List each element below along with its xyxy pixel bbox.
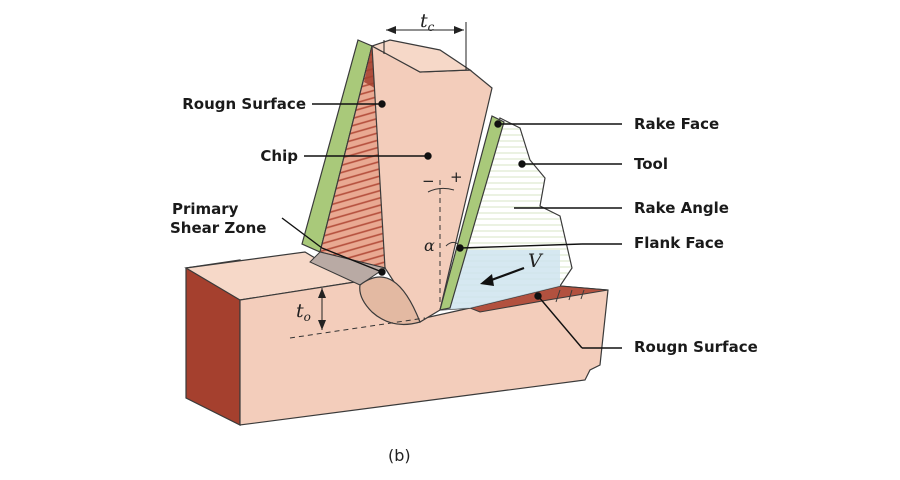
depth-of-cut-symbol: to (296, 300, 311, 324)
tool-rake-face-strip (439, 115, 505, 311)
label-rake-face: Rake Face (634, 115, 720, 133)
label-tool: Tool (634, 155, 668, 173)
label-rough-surface-top: Rougn Surface (182, 95, 306, 113)
plus-sign: + (450, 168, 463, 186)
label-rake-angle: Rake Angle (634, 199, 729, 217)
tool-tip (440, 250, 560, 310)
figure-caption: (b) (388, 446, 411, 465)
label-flank-face: Flank Face (634, 234, 724, 252)
chip-root (359, 276, 421, 325)
velocity-symbol: V (528, 250, 542, 272)
label-primary-shear-zone: Primary Shear Zone (170, 200, 267, 237)
minus-sign: − (422, 172, 435, 190)
label-chip: Chip (260, 147, 298, 165)
rake-angle-symbol: α (424, 236, 435, 255)
label-rough-surface-bottom: Rougn Surface (634, 338, 758, 356)
leader-lines (281, 100, 622, 349)
chip-thickness-symbol: tc (420, 10, 435, 34)
